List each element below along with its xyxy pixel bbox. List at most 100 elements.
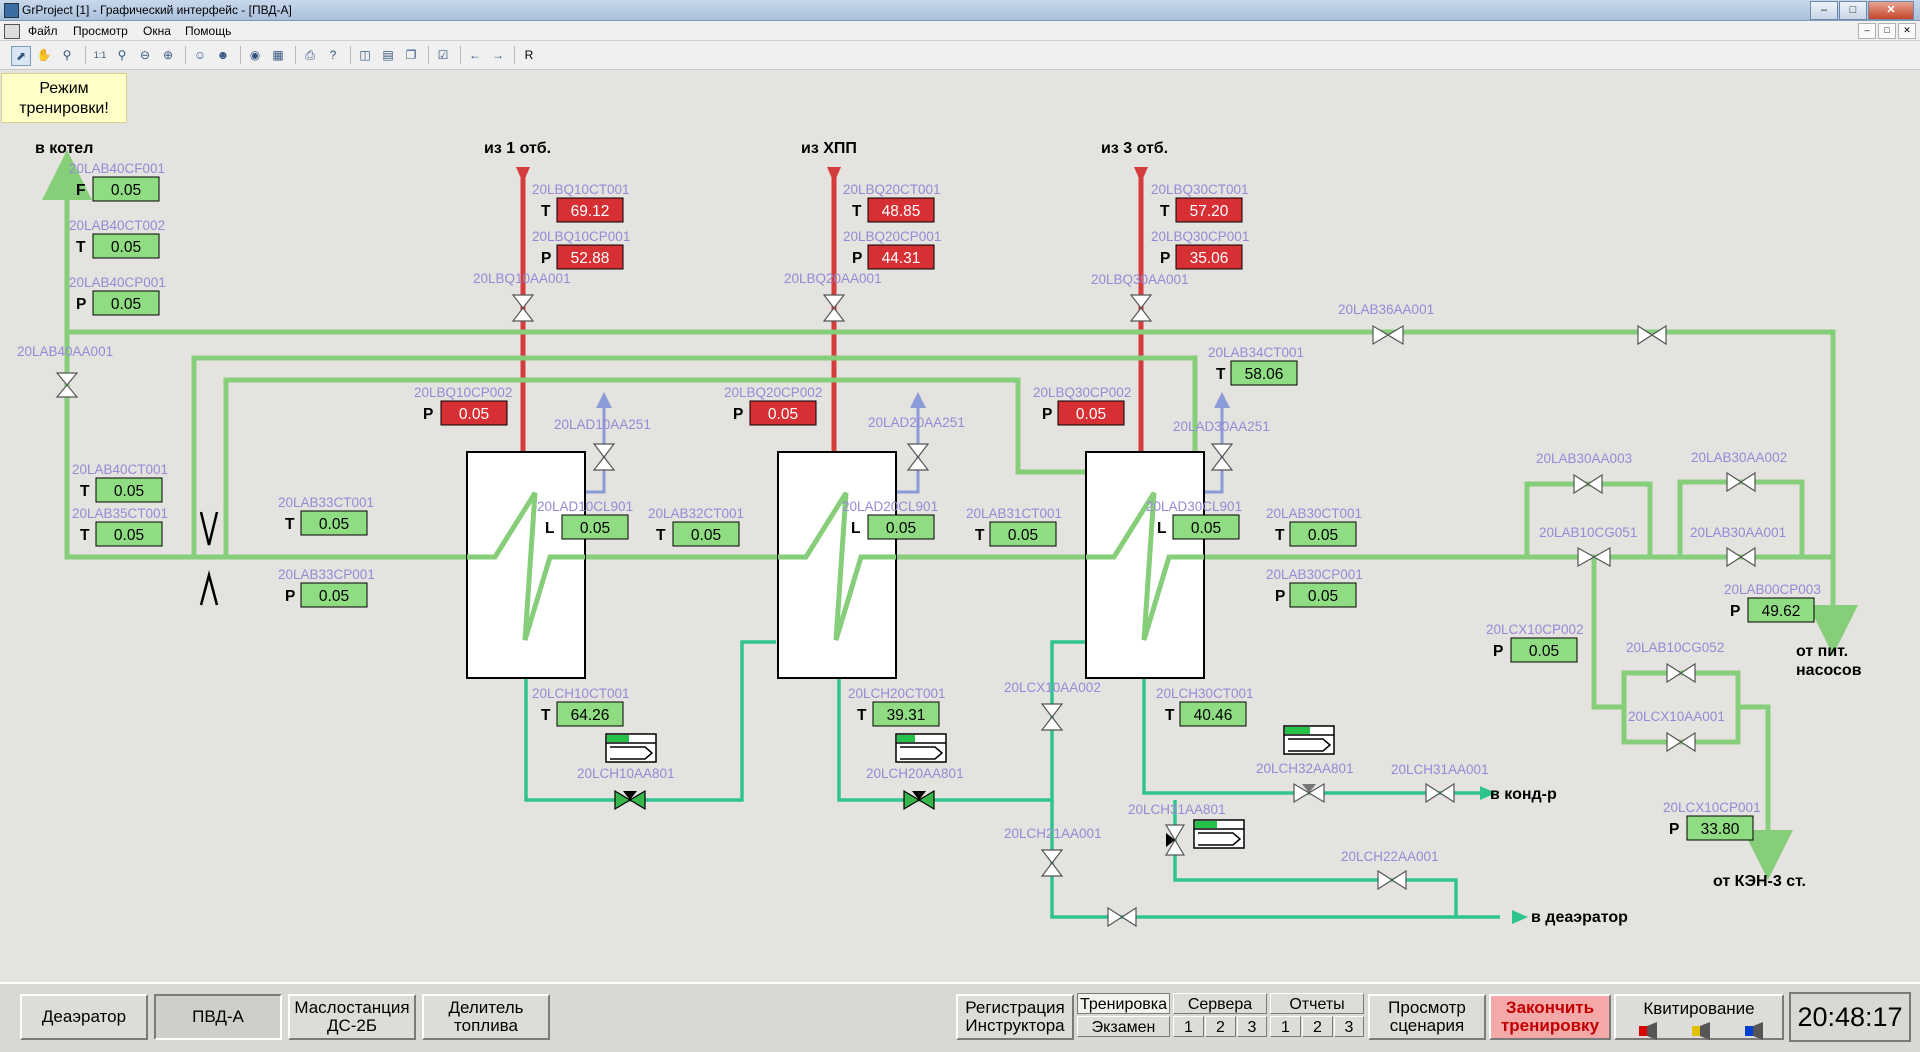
pvd-schematic: в котел из 1 отб. из ХПП из 3 отб. от пи… xyxy=(17,140,1862,928)
windows-check-icon[interactable]: ☑ xyxy=(437,48,449,62)
server-2-button[interactable]: 2 xyxy=(1205,1016,1236,1037)
mdi-system-icon[interactable] xyxy=(4,24,20,39)
tile-vertical-icon[interactable]: ◫ xyxy=(359,48,371,62)
print-icon[interactable]: ⎙ xyxy=(305,48,315,62)
users-icon[interactable]: ☺ xyxy=(193,48,207,62)
servers-button[interactable]: Сервера xyxy=(1173,993,1267,1014)
tab-fuel-divider[interactable]: Делитель топлива xyxy=(422,994,550,1040)
tab-deaerator[interactable]: Деаэратор xyxy=(20,994,148,1040)
vent-arrows xyxy=(596,392,1230,408)
close-button[interactable]: ✕ xyxy=(1868,1,1914,20)
svg-text:0.05: 0.05 xyxy=(459,406,489,423)
mdi-restore-button[interactable]: □ xyxy=(1878,23,1896,39)
table-icon[interactable]: ▦ xyxy=(272,48,284,62)
svg-text:0.05: 0.05 xyxy=(319,588,349,605)
back-arrow-icon[interactable]: ← xyxy=(469,48,481,62)
svg-text:20LAB31CT001: 20LAB31CT001 xyxy=(966,506,1062,521)
pointer-tool-icon[interactable]: ⬈ xyxy=(11,46,31,66)
label-from-pumps-1: от пит. xyxy=(1796,643,1848,660)
zoom-out-icon[interactable]: ⊖ xyxy=(139,48,151,62)
mdi-close-button[interactable]: ✕ xyxy=(1898,23,1916,39)
svg-text:20LCX10AA002: 20LCX10AA002 xyxy=(1004,680,1101,695)
svg-text:T: T xyxy=(80,483,90,500)
view-scenario-button[interactable]: Просмотр сценария xyxy=(1368,994,1486,1040)
zoom-fit-icon[interactable]: ⚲ xyxy=(117,48,127,62)
users-remove-icon[interactable]: ☻ xyxy=(216,48,230,62)
reports-button[interactable]: Отчеты xyxy=(1270,993,1364,1014)
tile-horizontal-icon[interactable]: ▤ xyxy=(382,48,394,62)
menu-bar: Файл Просмотр Окна Помощь – □ ✕ xyxy=(0,21,1920,41)
svg-text:L: L xyxy=(1157,520,1166,537)
valve-LCX10AA001 xyxy=(1666,731,1696,753)
menu-windows[interactable]: Окна xyxy=(143,24,171,38)
r-button[interactable]: R xyxy=(524,48,534,62)
svg-text:20LBQ10CP001: 20LBQ10CP001 xyxy=(532,229,630,244)
menu-view[interactable]: Просмотр xyxy=(73,24,128,38)
svg-text:L: L xyxy=(851,520,860,537)
svg-text:20LCH30CT001: 20LCH30CT001 xyxy=(1156,686,1254,701)
svg-text:20LBQ10AA001: 20LBQ10AA001 xyxy=(473,271,571,286)
svg-text:20LAB33CT001: 20LAB33CT001 xyxy=(278,495,374,510)
svg-text:20LBQ10CT001: 20LBQ10CT001 xyxy=(532,182,630,197)
mdi-minimize-button[interactable]: – xyxy=(1858,23,1876,39)
server-3-button[interactable]: 3 xyxy=(1237,1016,1267,1037)
svg-text:20LBQ30AA001: 20LBQ30AA001 xyxy=(1091,272,1189,287)
valve-shapes[interactable] xyxy=(55,294,1756,928)
svg-text:52.88: 52.88 xyxy=(571,250,610,267)
maximize-button[interactable]: □ xyxy=(1839,1,1867,20)
label-to-deaerator: в деаэратор xyxy=(1531,909,1628,926)
finish-training-button[interactable]: Закончить тренировку xyxy=(1489,994,1611,1040)
help-icon[interactable]: ? xyxy=(329,48,337,62)
report-1-button[interactable]: 1 xyxy=(1270,1016,1301,1037)
svg-text:0.05: 0.05 xyxy=(1529,643,1559,660)
svg-text:20LAB30AA001: 20LAB30AA001 xyxy=(1690,525,1786,540)
valve-LAD10AA251 xyxy=(592,443,616,471)
actuator-LCH31 xyxy=(1193,819,1245,849)
acknowledge-label: Квитирование xyxy=(1643,999,1755,1018)
valve-LAB10CG052 xyxy=(1666,662,1696,684)
svg-text:20LAB33CP001: 20LAB33CP001 xyxy=(278,567,375,582)
report-2-button[interactable]: 2 xyxy=(1302,1016,1333,1037)
svg-text:20LAB34CT001: 20LAB34CT001 xyxy=(1208,345,1304,360)
instructor-registration-button[interactable]: Регистрация Инструктора xyxy=(956,994,1074,1040)
svg-text:20LCH10AA801: 20LCH10AA801 xyxy=(577,766,675,781)
svg-text:20LBQ30CP001: 20LBQ30CP001 xyxy=(1151,229,1249,244)
zoom-in-icon[interactable]: ⊕ xyxy=(162,48,174,62)
svg-text:20LBQ20AA001: 20LBQ20AA001 xyxy=(784,271,882,286)
svg-text:T: T xyxy=(857,707,867,724)
finish-line-2: тренировку xyxy=(1500,1016,1600,1035)
cascade-icon[interactable]: ❐ xyxy=(405,48,417,62)
server-1-button[interactable]: 1 xyxy=(1173,1016,1204,1037)
svg-text:20LCH10CT001: 20LCH10CT001 xyxy=(532,686,630,701)
menu-file[interactable]: Файл xyxy=(28,24,58,38)
forward-arrow-icon[interactable]: → xyxy=(492,48,504,62)
svg-text:20LAD20CL901: 20LAD20CL901 xyxy=(842,499,938,514)
menu-help[interactable]: Помощь xyxy=(185,24,232,38)
svg-text:0.05: 0.05 xyxy=(111,239,141,256)
binoculars-icon[interactable]: ◉ xyxy=(249,48,261,62)
zoom-1to1-icon[interactable]: 1:1 xyxy=(93,50,107,60)
tab-pvd-a[interactable]: ПВД-А xyxy=(154,994,282,1040)
tab-oil-station[interactable]: Маслостанция ДС-2Б xyxy=(288,994,416,1040)
svg-text:20LCH32AA801: 20LCH32AA801 xyxy=(1256,761,1354,776)
svg-text:P: P xyxy=(76,296,86,313)
magnifier-icon[interactable]: ⚲ xyxy=(62,48,72,62)
svg-text:P: P xyxy=(1275,588,1285,605)
svg-text:64.26: 64.26 xyxy=(571,707,610,724)
training-mode-toggle[interactable]: Тренировка xyxy=(1077,993,1170,1014)
control-valves[interactable] xyxy=(614,782,1325,856)
hand-tool-icon[interactable]: ✋ xyxy=(36,48,52,62)
report-3-button[interactable]: 3 xyxy=(1334,1016,1364,1037)
exam-mode-toggle[interactable]: Экзамен xyxy=(1077,1016,1170,1037)
svg-text:0.05: 0.05 xyxy=(1008,527,1038,544)
minimize-button[interactable]: – xyxy=(1810,1,1838,20)
